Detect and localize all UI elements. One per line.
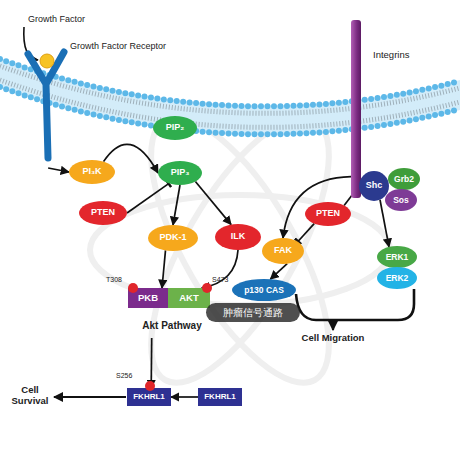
lipid-heads [0,87,460,134]
site-label: S473 [212,276,238,284]
membrane-band [0,58,460,135]
node-label: PI₃K [69,160,115,184]
connector [298,224,315,242]
node-label: PKB [128,288,168,308]
transcription-factor-box: FKHRL1 [198,388,242,406]
phosphatase-node: PTEN [305,202,351,226]
transcription-factor-box: FKHRL1 [127,388,171,406]
kinase-node: ERK1 [377,246,417,268]
watermark: 肿瘤信号通路 [206,303,300,322]
node-ellipse [153,116,197,140]
node-label: PIP₃ [158,161,202,185]
node-label: Grb2 [388,168,420,190]
connector [195,182,231,225]
node-label: PTEN [305,202,351,226]
kinase-box: PKB [128,288,168,308]
node-ellipse [359,171,389,201]
lipid-tails [0,80,460,127]
node-label: AKT [168,288,210,308]
kinase-node: PI₃K [69,160,115,184]
lipid-node: PIP₃ [158,161,202,185]
lipid-node: PIP₂ [153,116,197,140]
cell-membrane [0,58,460,135]
node-ellipse [305,202,351,226]
kinase-node: FAK [262,238,304,264]
node-ellipse [158,161,202,185]
node-label: p130 CAS [232,279,296,301]
node-heading: Growth Factor Receptor [70,42,166,52]
migration-arrow [332,320,334,330]
site-label: T308 [106,276,132,284]
node-ellipse [148,225,198,251]
pathway-label: Akt Pathway [120,320,224,332]
connector [48,168,69,172]
outcome-label: Cell Migration [300,333,366,344]
survival-arrow [54,396,126,398]
node-label: FKHRL1 [127,388,171,406]
node-ellipse [232,279,296,301]
receptor-symbol [18,40,70,168]
ligand-label: Growth Factor [28,14,118,24]
adaptor-node: Sos [385,189,417,211]
orbit [117,93,362,408]
connector [173,185,180,225]
node-ellipse [385,189,417,211]
site-label: S256 [116,372,142,380]
phosphatase-node: PTEN [79,201,127,225]
connector [150,338,152,388]
node-label: FKHRL1 [198,388,242,406]
node-ellipse [69,160,115,184]
connector [380,200,389,247]
node-label: Sos [385,189,417,211]
kinase-node: ERK2 [377,267,417,289]
node-ellipse [79,201,127,225]
lipid-heads [0,59,460,106]
kinase-box: AKT [168,288,210,308]
connector [171,396,198,398]
receptor-shape [28,52,64,158]
node-heading: Integrins [373,50,409,60]
migration-bracket [296,289,414,320]
node-ellipse [377,267,417,289]
outcome-label: Cell Survival [8,385,52,407]
ligand-symbol [40,54,54,68]
adaptor-node: p130 CAS [232,279,296,301]
orbit [117,93,362,408]
lipid-tails [0,66,460,113]
node-label: PTEN [79,201,127,225]
node-ellipse [388,168,420,190]
node-ellipse [215,224,261,250]
node-label: ERK2 [377,267,417,289]
node-ellipse [262,238,304,264]
integrin-bar: Integrins [351,20,361,198]
connector [283,177,351,238]
node-label: Shc [359,171,389,201]
adaptor-node: Grb2 [388,168,420,190]
connector [270,264,287,279]
kinase-node: ILK [215,224,261,250]
kinase-node: PDK-1 [148,225,198,251]
receptor: Growth Factor Receptor [18,40,70,168]
connector [127,183,169,213]
node-label: PIP₂ [153,116,197,140]
node-label: PDK-1 [148,225,198,251]
faint-atom-watermark [90,93,390,408]
adaptor-node: Shc [359,171,389,201]
node-ellipse [377,246,417,268]
connector [162,250,166,288]
node-label: ERK1 [377,246,417,268]
node-label: FAK [262,238,304,264]
connector [202,250,238,288]
node-label: ILK [215,224,261,250]
